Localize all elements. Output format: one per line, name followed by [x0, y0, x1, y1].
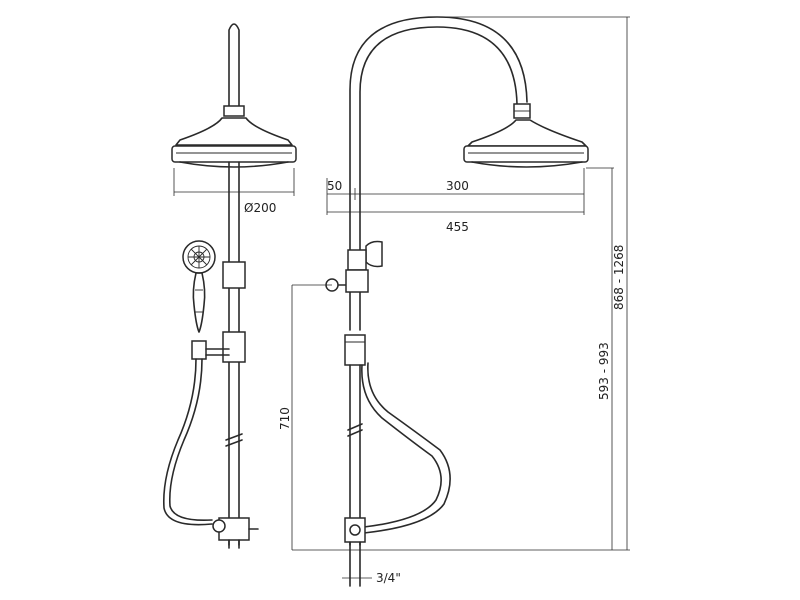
side-break-mark	[225, 433, 243, 447]
dim-455-label: 455	[446, 220, 469, 234]
dim-300-label: 300	[446, 179, 469, 193]
side-upper-pipe	[228, 23, 240, 109]
front-head-base	[471, 161, 583, 168]
hand-shower-spokes	[188, 246, 210, 268]
front-arm-inner	[359, 26, 518, 331]
side-hose-nut	[212, 519, 226, 533]
dim-710-label: 710	[278, 407, 292, 430]
front-holder-cup	[365, 240, 383, 268]
hand-shower-handle	[192, 272, 206, 333]
dim-868-label: 868 - 1268	[612, 245, 626, 310]
front-holder-block	[347, 249, 367, 271]
side-head-base	[179, 161, 289, 168]
front-break-mark	[347, 423, 363, 437]
side-shower-head	[175, 117, 293, 146]
connection-label: 3/4"	[376, 571, 401, 585]
front-hose-inner	[363, 362, 451, 534]
side-hose-inner	[168, 358, 213, 522]
front-hose-outer	[361, 364, 442, 528]
side-head-neck	[223, 105, 245, 117]
front-view	[325, 16, 589, 587]
side-coupling	[222, 331, 246, 363]
dim-593-label: 593 - 993	[597, 342, 611, 400]
side-slide-sleeve	[222, 261, 246, 289]
side-head-rim	[171, 145, 297, 163]
front-valve-nut	[349, 524, 361, 536]
diameter-label: Ø200	[244, 201, 276, 215]
side-view: Ø200	[162, 23, 297, 549]
front-shower-head	[467, 119, 587, 147]
dimension-lines: 50 300 455 710 593 - 993 868 - 1268 3/4"	[278, 16, 630, 585]
front-head-rim	[463, 145, 589, 163]
side-holder	[191, 340, 207, 360]
side-hose-outer	[162, 358, 213, 526]
dim-50-label: 50	[327, 179, 342, 193]
front-diverter-body	[345, 269, 369, 293]
front-coupling	[344, 334, 366, 366]
front-arm-outer	[349, 16, 528, 331]
